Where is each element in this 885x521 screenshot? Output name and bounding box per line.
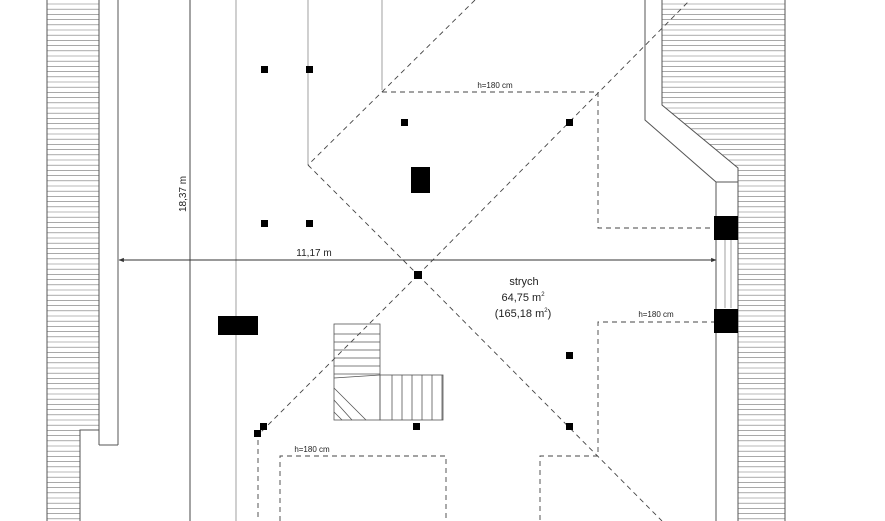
room-area-total-sup: 2: [544, 308, 548, 314]
dimension-lines: [118, 0, 717, 521]
chimney: [218, 316, 258, 335]
column: [714, 216, 738, 240]
post: [566, 352, 573, 359]
post: [566, 119, 573, 126]
room-area-value: 64,75 m: [501, 292, 541, 304]
room-area-total: (165,18 m2): [495, 308, 552, 320]
room-area-total-value: (165,18 m: [495, 308, 545, 320]
post: [261, 66, 268, 73]
room-name: strych: [509, 276, 538, 288]
room-area-total-close: ): [548, 308, 552, 320]
post: [566, 423, 573, 430]
post: [413, 423, 420, 430]
room-area-sup: 2: [541, 292, 545, 298]
vertical-dimension-label: 18,37 m: [178, 176, 189, 212]
right-roof-edge: [644, 0, 786, 521]
height-label-top: h=180 cm: [477, 81, 513, 90]
post: [261, 220, 268, 227]
stair-winder: [333, 399, 353, 421]
left-roof-edge: [46, 0, 119, 521]
post: [260, 423, 267, 430]
posts: [218, 66, 738, 437]
height-label-bottom: h=180 cm: [294, 445, 330, 454]
stair-winder: [333, 387, 367, 421]
stairs: [333, 323, 444, 421]
height-label-right: h=180 cm: [638, 310, 674, 319]
roof-lines: [257, 0, 716, 521]
post: [306, 66, 313, 73]
interior-lines: [235, 0, 732, 521]
column: [714, 309, 738, 333]
post: [414, 271, 422, 279]
room-area: 64,75 m2: [501, 292, 545, 304]
post: [254, 430, 261, 437]
stair-winder: [333, 374, 381, 379]
post: [401, 119, 408, 126]
post: [306, 220, 313, 227]
stair-winder: [333, 411, 343, 421]
horizontal-dimension-label: 11,17 m: [296, 248, 331, 259]
chimney: [411, 167, 430, 193]
